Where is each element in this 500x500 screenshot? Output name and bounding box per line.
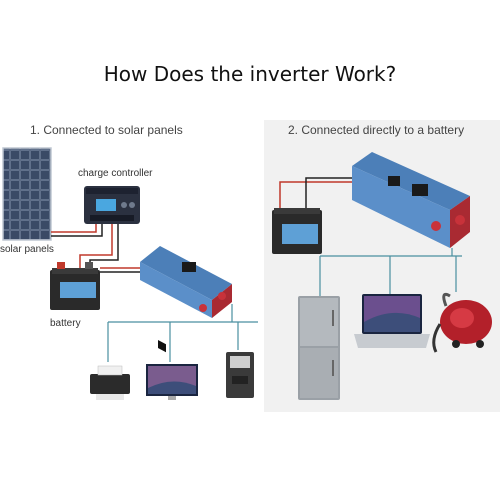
solar-panel xyxy=(2,147,52,241)
wires-solar-to-controller xyxy=(51,222,103,237)
printer xyxy=(90,365,130,400)
battery-right xyxy=(272,208,322,254)
ac-wires-right xyxy=(319,248,462,300)
left-heading: 1. Connected to solar panels xyxy=(30,123,183,137)
vacuum-cleaner xyxy=(432,292,492,353)
inverter-right xyxy=(352,152,470,248)
refrigerator xyxy=(298,296,340,400)
laptop xyxy=(354,294,430,348)
charge-controller xyxy=(84,186,140,224)
monitor xyxy=(146,364,198,400)
battery-left xyxy=(50,262,100,310)
solar-panels-label: solar panels xyxy=(0,244,54,255)
charge-controller-label: charge controller xyxy=(78,168,153,179)
inverter-left xyxy=(140,246,232,353)
battery-label: battery xyxy=(50,318,81,329)
right-heading: 2. Connected directly to a battery xyxy=(288,123,465,137)
wires-battery-to-inverter-right xyxy=(279,177,352,210)
ac-wires-left xyxy=(107,304,258,362)
coffee-machine xyxy=(226,352,254,398)
page-title: How Does the inverter Work? xyxy=(103,62,397,86)
